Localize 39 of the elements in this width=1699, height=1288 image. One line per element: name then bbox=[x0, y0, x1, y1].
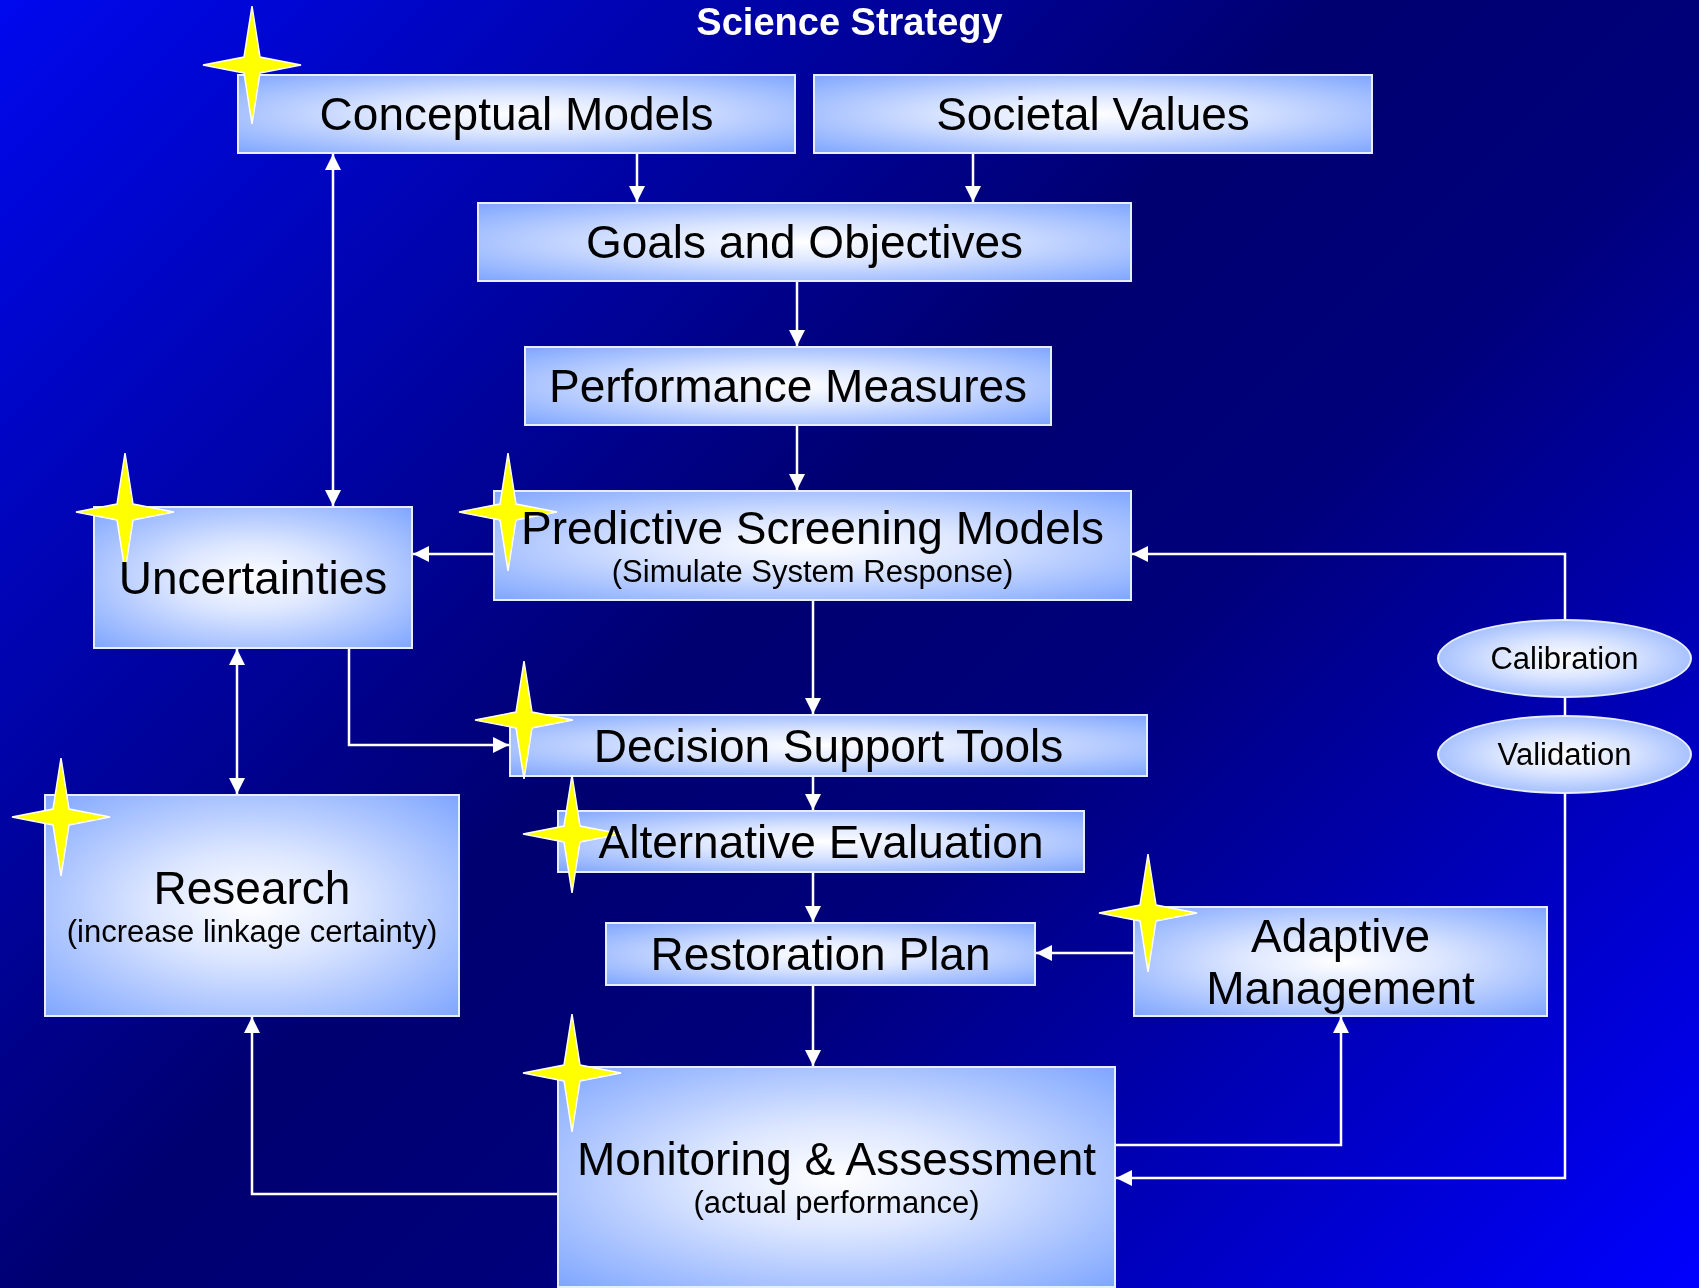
diagram-title: Science Strategy bbox=[695, 0, 1004, 44]
arrow bbox=[805, 873, 821, 922]
node-title: Calibration bbox=[1490, 640, 1639, 677]
node-title: Decision Support Tools bbox=[593, 719, 1064, 772]
process-box bbox=[524, 346, 1052, 426]
node-title: Adaptive Management bbox=[1205, 909, 1476, 1014]
arrow bbox=[805, 777, 821, 810]
node-title: Predictive Screening Models bbox=[521, 501, 1104, 554]
arrow bbox=[1116, 794, 1567, 1186]
arrow bbox=[805, 986, 821, 1066]
node-title: Performance Measures bbox=[548, 360, 1028, 412]
arrow bbox=[965, 154, 981, 202]
node-subtitle: (increase linkage certainty) bbox=[66, 913, 438, 950]
node-title: Conceptual Models bbox=[319, 88, 714, 140]
arrow bbox=[629, 154, 645, 202]
arrow bbox=[789, 426, 805, 490]
arrow bbox=[413, 546, 493, 562]
node-title: Monitoring & Assessment bbox=[577, 1133, 1096, 1185]
node-title: Uncertainties bbox=[118, 551, 388, 604]
node-subtitle: (actual performance) bbox=[693, 1185, 980, 1221]
node-subtitle: (Simulate System Response) bbox=[611, 553, 1014, 590]
process-box bbox=[477, 202, 1132, 282]
arrow bbox=[1132, 546, 1567, 619]
arrow bbox=[789, 282, 805, 346]
arrow bbox=[325, 154, 341, 506]
arrow bbox=[1036, 945, 1133, 961]
arrow bbox=[244, 1017, 557, 1196]
node-title: Research bbox=[153, 861, 351, 914]
arrow bbox=[347, 649, 509, 753]
node-title: Alternative Evaluation bbox=[598, 815, 1044, 868]
arrow bbox=[805, 601, 821, 714]
process-box bbox=[605, 922, 1036, 986]
node-title: Restoration Plan bbox=[650, 928, 991, 980]
node-title: Goals and Objectives bbox=[585, 216, 1024, 268]
node-title: Validation bbox=[1497, 736, 1632, 773]
arrow bbox=[229, 649, 245, 794]
node-title: Societal Values bbox=[936, 88, 1250, 140]
arrow bbox=[1116, 1017, 1349, 1147]
process-box bbox=[813, 74, 1373, 154]
